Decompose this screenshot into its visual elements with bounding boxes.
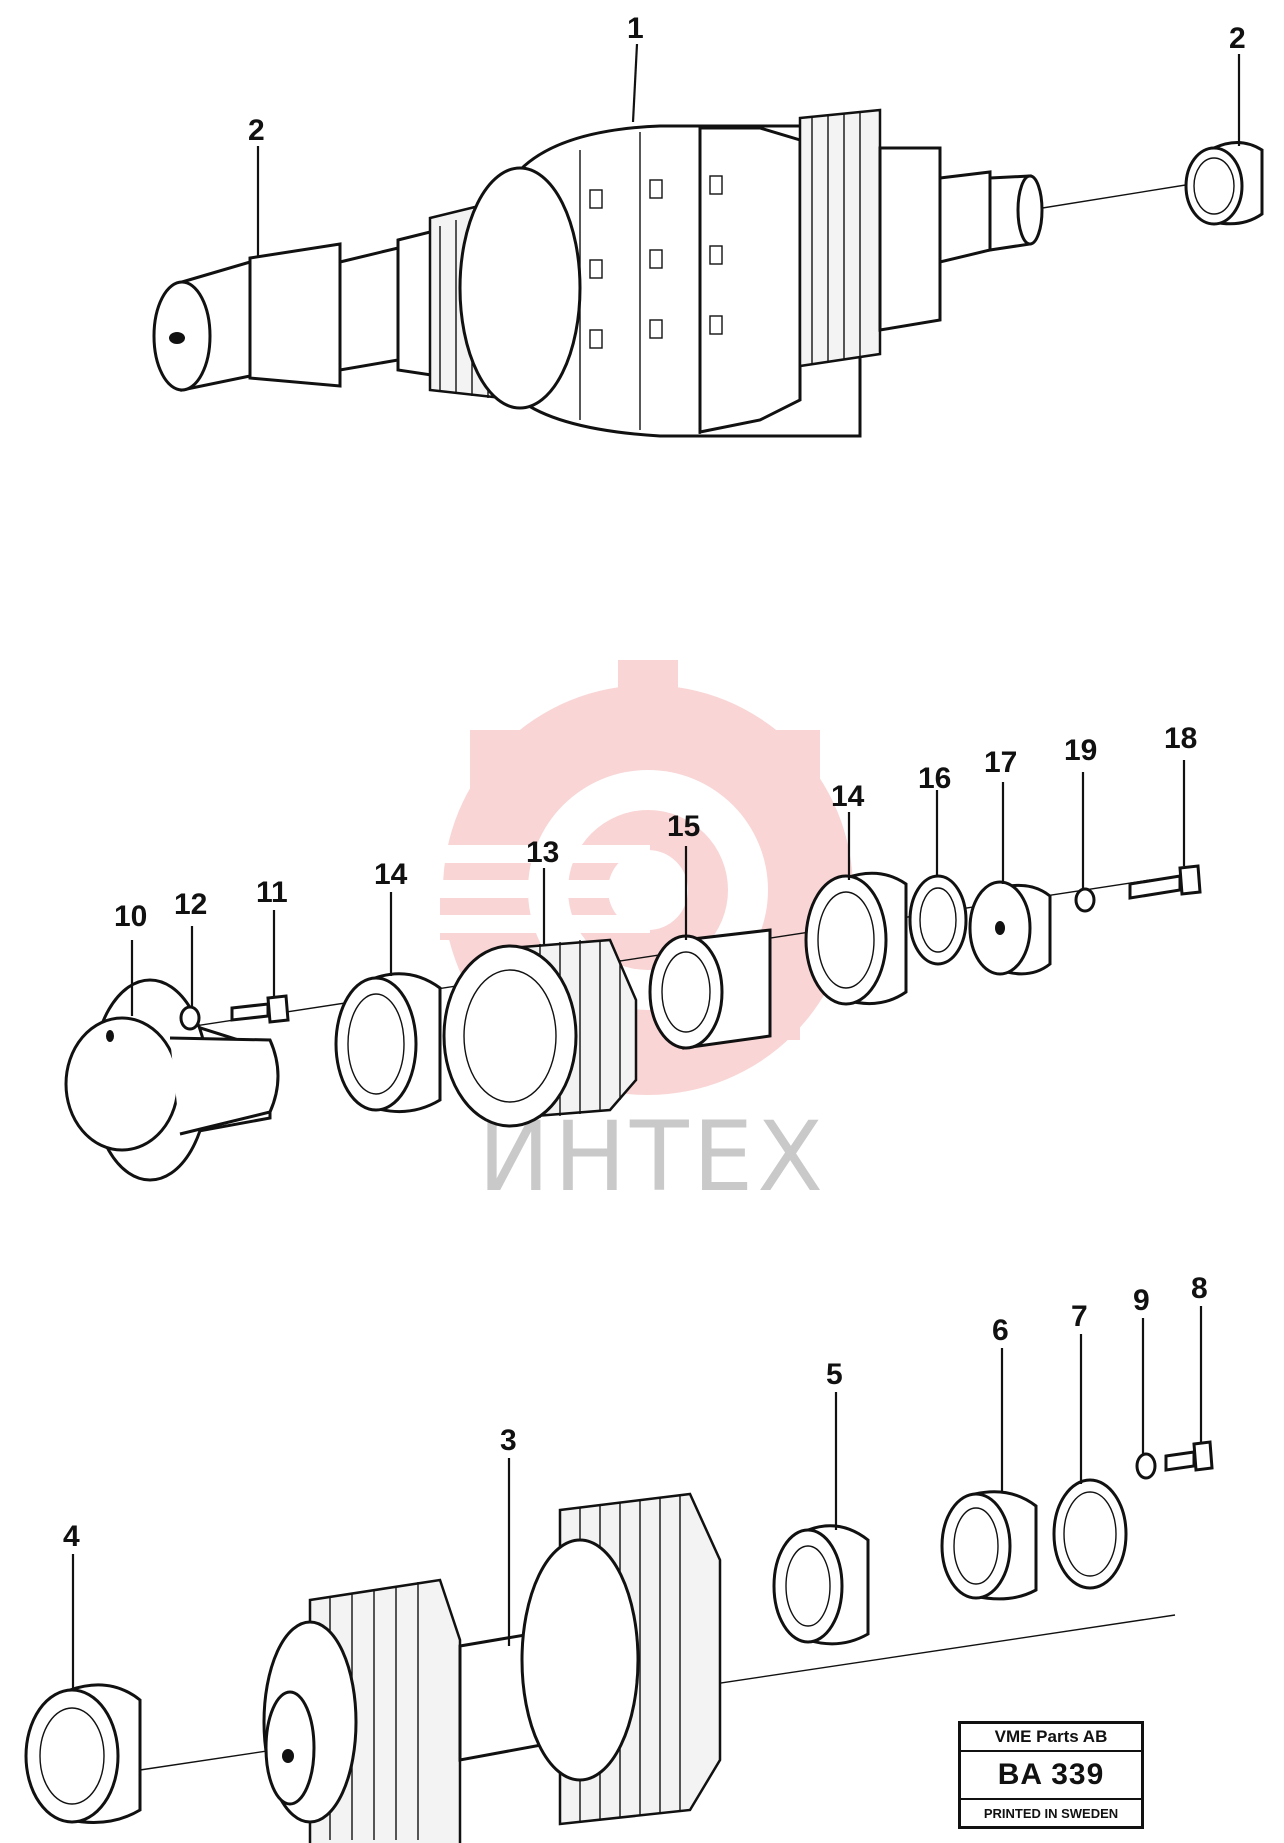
part-11-bolt	[230, 994, 290, 1024]
stamp-printed: PRINTED IN SWEDEN	[983, 1805, 1119, 1821]
part-14-bearing-left	[334, 972, 442, 1114]
part-2-bearing-right	[1184, 141, 1264, 226]
callout-19: 19	[1064, 734, 1097, 767]
part-17-cover	[968, 880, 1052, 976]
part-9-washer	[1135, 1452, 1157, 1480]
part-14-bearing-right	[804, 871, 908, 1006]
callout-12: 12	[174, 888, 207, 921]
callout-17: 17	[984, 746, 1017, 779]
part-16-ring	[908, 874, 968, 966]
stamp-code: BA 339	[961, 1752, 1141, 1800]
part-1-mainshaft-assembly	[152, 108, 1199, 438]
callout-8: 8	[1191, 1272, 1208, 1305]
part-18-bolt	[1128, 864, 1202, 900]
part-3-countershaft	[262, 1492, 722, 1843]
callout-1: 1	[627, 12, 644, 45]
callout-9: 9	[1133, 1284, 1150, 1317]
callout-2: 2	[248, 114, 265, 147]
part-8-bolt	[1164, 1440, 1214, 1472]
callout-4: 4	[63, 1520, 80, 1553]
callout-14: 14	[374, 858, 408, 891]
part-12-washer	[179, 1005, 201, 1031]
part-4-bearing	[24, 1683, 142, 1824]
part-15-bushing	[648, 928, 772, 1050]
callout-10: 10	[114, 900, 147, 933]
title-stamp: VME Parts AB BA 339 PRINTED IN SWEDEN	[958, 1721, 1144, 1829]
part-7-shim-ring	[1052, 1478, 1128, 1590]
stamp-company: VME Parts AB	[961, 1724, 1141, 1752]
part-10-flange-sleeve	[64, 978, 280, 1182]
part-6-seal-ring	[940, 1490, 1038, 1601]
callout-11: 11	[256, 876, 288, 909]
part-13-gear	[442, 938, 638, 1128]
part-5-bearing	[772, 1524, 870, 1646]
callout-5: 5	[826, 1358, 843, 1391]
callout-18: 18	[1164, 722, 1197, 755]
callout-leader-lines	[71, 43, 1241, 1690]
callout-6: 6	[992, 1314, 1009, 1347]
callout-16: 16	[918, 762, 951, 795]
callout-13: 13	[526, 836, 559, 869]
part-19-washer	[1074, 887, 1096, 913]
callout-7: 7	[1071, 1300, 1088, 1333]
callout-15: 15	[667, 810, 700, 843]
callout-14: 14	[831, 780, 865, 813]
callout-2: 2	[1229, 22, 1246, 55]
callout-3: 3	[500, 1424, 517, 1457]
